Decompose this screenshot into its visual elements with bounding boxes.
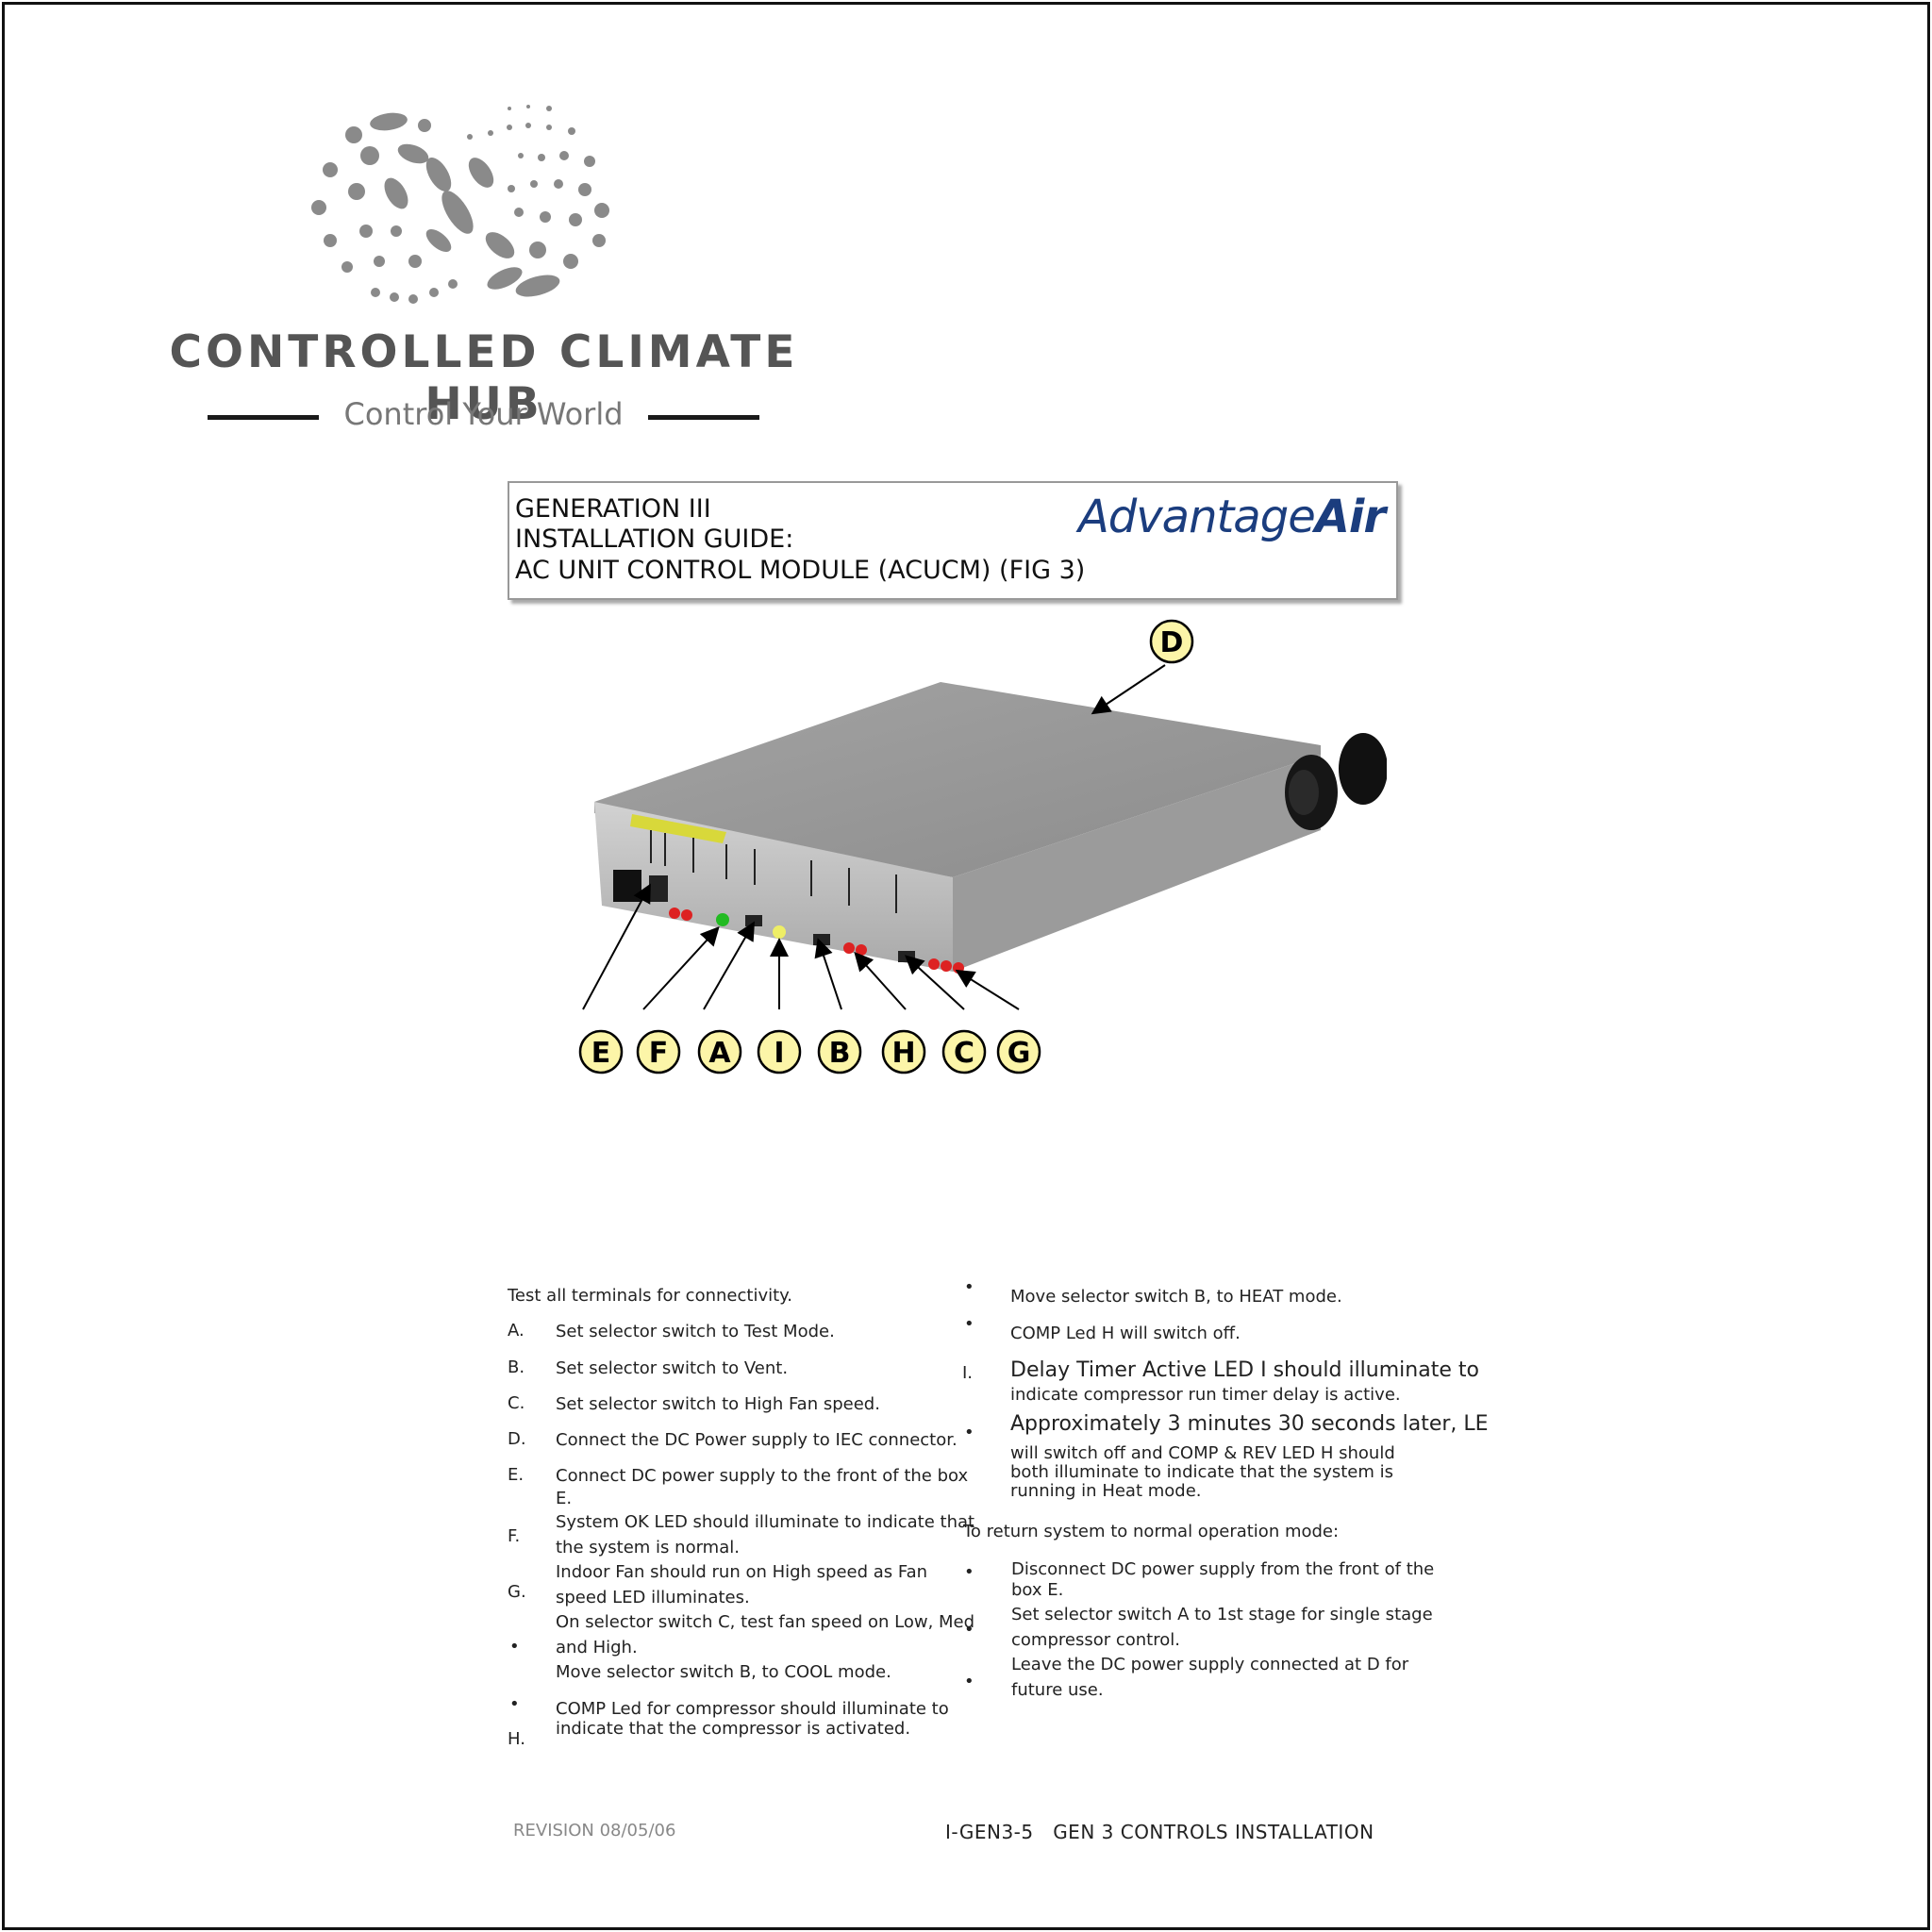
list-marker: A. — [508, 1321, 525, 1341]
header-line-2: INSTALLATION GUIDE: — [515, 525, 794, 554]
tagline: Control Your World — [343, 396, 624, 432]
list-item-cont: the system is normal. — [556, 1538, 740, 1557]
callout-A: A — [697, 1029, 742, 1074]
list-item: Connect the DC Power supply to IEC conne… — [556, 1430, 958, 1450]
callout-label-D: D — [1160, 626, 1184, 659]
list-bullet: • — [964, 1277, 974, 1297]
header-line-3: AC UNIT CONTROL MODULE (ACUCM) (FIG 3) — [515, 556, 1086, 585]
list-marker: B. — [508, 1357, 525, 1377]
list-marker: D. — [508, 1429, 526, 1449]
brand-bold: Air — [1314, 491, 1386, 543]
list-item: Delay Timer Active LED I should illumina… — [1010, 1358, 1479, 1382]
callout-label-E: E — [591, 1037, 611, 1070]
intro-text: Test all terminals for connectivity. — [508, 1286, 792, 1306]
list-marker: I. — [962, 1363, 974, 1383]
list-item: Set selector switch to High Fan speed. — [556, 1394, 880, 1414]
module-box — [594, 682, 1387, 974]
list-item-cont: box E. — [1011, 1580, 1064, 1600]
list-marker: C. — [508, 1393, 525, 1413]
list-item-cont: speed LED illuminates. — [556, 1588, 750, 1607]
list-item: On selector switch C, test fan speed on … — [556, 1612, 975, 1632]
list-bullet: • — [509, 1694, 520, 1714]
list-item: Set selector switch to Vent. — [556, 1358, 789, 1378]
callout-C: C — [941, 1029, 987, 1074]
list-item-cont: compressor control. — [1011, 1630, 1180, 1650]
callout-G: G — [996, 1029, 1041, 1074]
list-marker: G. — [508, 1582, 526, 1602]
list-item: Disconnect DC power supply from the fron… — [1011, 1559, 1435, 1579]
callout-label-G: G — [1008, 1037, 1031, 1070]
list-bullet: • — [964, 1620, 974, 1640]
callout-label-A: A — [708, 1037, 731, 1070]
list-item: System OK LED should illuminate to indic… — [556, 1512, 975, 1532]
list-item-cont: indicate that the compressor is activate… — [556, 1719, 911, 1739]
tagline-rule-left — [208, 415, 319, 420]
list-item-cont: future use. — [1011, 1680, 1104, 1700]
list-item: Set selector switch to Test Mode. — [556, 1322, 835, 1341]
list-bullet: • — [964, 1562, 974, 1582]
tagline-rule-right — [648, 415, 759, 420]
callout-label-F: F — [649, 1037, 669, 1070]
document-code: I-GEN3-5 — [945, 1821, 1034, 1843]
list-item-cont: indicate compressor run timer delay is a… — [1010, 1385, 1401, 1405]
list-item: Move selector switch B, to HEAT mode. — [1010, 1287, 1342, 1307]
list-item: COMP Led H will switch off. — [1010, 1324, 1241, 1343]
callout-F: F — [636, 1029, 681, 1074]
document-header: GENERATION III INSTALLATION GUIDE: AC UN… — [508, 481, 1398, 600]
list-item: Leave the DC power supply connected at D… — [1011, 1655, 1409, 1674]
list-bullet: • — [509, 1637, 520, 1657]
list-item: COMP Led for compressor should illuminat… — [556, 1699, 949, 1719]
tagline-row: Control Your World — [208, 394, 759, 438]
brand-plain: Advantage — [1077, 491, 1316, 543]
list-marker: E. — [508, 1465, 525, 1485]
callout-label-I: I — [774, 1037, 784, 1070]
callout-B: B — [817, 1029, 862, 1074]
list-item: Set selector switch A to 1st stage for s… — [1011, 1605, 1433, 1624]
list-bullet: • — [964, 1423, 974, 1442]
revision-date: REVISION 08/05/06 — [513, 1821, 676, 1840]
list-item-cont: both illuminate to indicate that the sys… — [1010, 1462, 1393, 1482]
callout-label-B: B — [829, 1037, 851, 1070]
list-item: Connect DC power supply to the front of … — [556, 1466, 969, 1486]
list-marker: H. — [508, 1729, 525, 1749]
module-figure: D E F A I B H C G — [578, 619, 1387, 1074]
list-bullet: • — [964, 1314, 974, 1334]
callout-D: D — [1149, 619, 1194, 664]
company-name: CONTROLLED CLIMATE HUB — [169, 326, 799, 430]
list-item: Indoor Fan should run on High speed as F… — [556, 1562, 928, 1582]
brand-logo: AdvantageAir — [1077, 491, 1386, 543]
list-item: Move selector switch B, to COOL mode. — [556, 1662, 891, 1682]
list-bullet: • — [964, 1672, 974, 1691]
callout-label-H: H — [891, 1037, 915, 1070]
document-title: GEN 3 CONTROLS INSTALLATION — [1053, 1821, 1374, 1843]
list-item-cont: and High. — [556, 1638, 638, 1657]
list-marker: F. — [508, 1526, 521, 1546]
list-item-cont: running in Heat mode. — [1010, 1481, 1202, 1501]
header-line-1: GENERATION III — [515, 494, 711, 524]
callout-label-C: C — [954, 1037, 974, 1070]
page-footer: I-GEN3-5 GEN 3 CONTROLS INSTALLATION — [945, 1821, 1374, 1843]
company-logo-icon — [311, 105, 609, 304]
callout-H: H — [881, 1029, 926, 1074]
callout-I: I — [757, 1029, 802, 1074]
return-heading: To return system to normal operation mod… — [963, 1522, 1340, 1541]
list-item: Approximately 3 minutes 30 seconds later… — [1010, 1412, 1489, 1436]
callout-E: E — [578, 1029, 624, 1074]
list-item-cont: E. — [556, 1489, 573, 1508]
list-item-cont: will switch off and COMP & REV LED H sho… — [1010, 1443, 1395, 1463]
